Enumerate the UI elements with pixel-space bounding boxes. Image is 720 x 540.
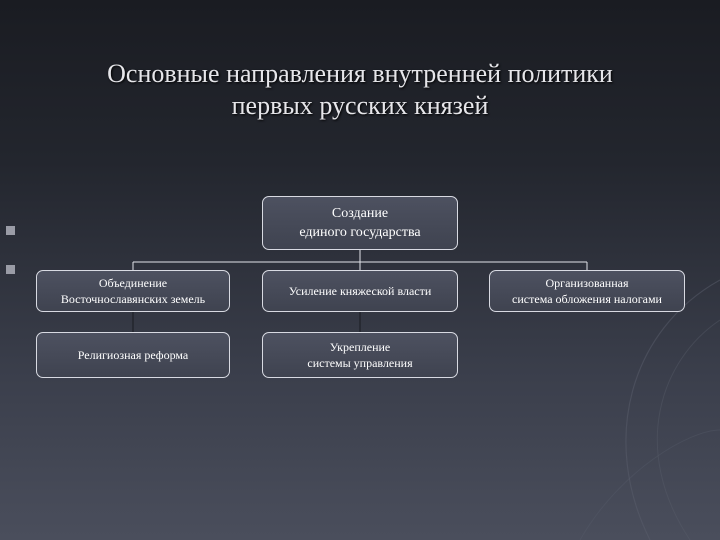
node-root: Создание единого государства <box>262 196 458 250</box>
background-swirl-decoration <box>579 279 720 540</box>
node-unification-line-2: Восточнославянских земель <box>60 292 206 306</box>
node-taxation-line-2: система обложения налогами <box>512 292 662 306</box>
node-religious-reform-line-1: Религиозная реформа <box>77 348 189 362</box>
node-unification: Объединение Восточнославянских земель <box>36 270 230 312</box>
node-taxation: Организованная система обложения налогам… <box>489 270 685 312</box>
node-root-line-2: единого государства <box>299 225 421 240</box>
node-religious-reform: Религиозная реформа <box>36 332 230 378</box>
slide-title: Основные направления внутренней политики… <box>0 58 720 122</box>
bullet-marker-1 <box>6 226 15 235</box>
slide-title-line-1: Основные направления внутренней политики <box>107 59 613 88</box>
node-princely-power-line-1: Усиление княжеской власти <box>288 284 432 298</box>
node-unification-line-1: Объединение <box>98 276 168 290</box>
node-governance-line-2: системы управления <box>307 356 413 370</box>
bullet-marker-2 <box>6 265 15 274</box>
node-governance-line-1: Укрепление <box>329 340 391 354</box>
node-governance: Укрепление системы управления <box>262 332 458 378</box>
slide-title-line-2: первых русских князей <box>231 91 489 120</box>
node-root-line-1: Создание <box>331 206 389 221</box>
node-princely-power: Усиление княжеской власти <box>262 270 458 312</box>
node-taxation-line-1: Организованная <box>545 276 629 290</box>
